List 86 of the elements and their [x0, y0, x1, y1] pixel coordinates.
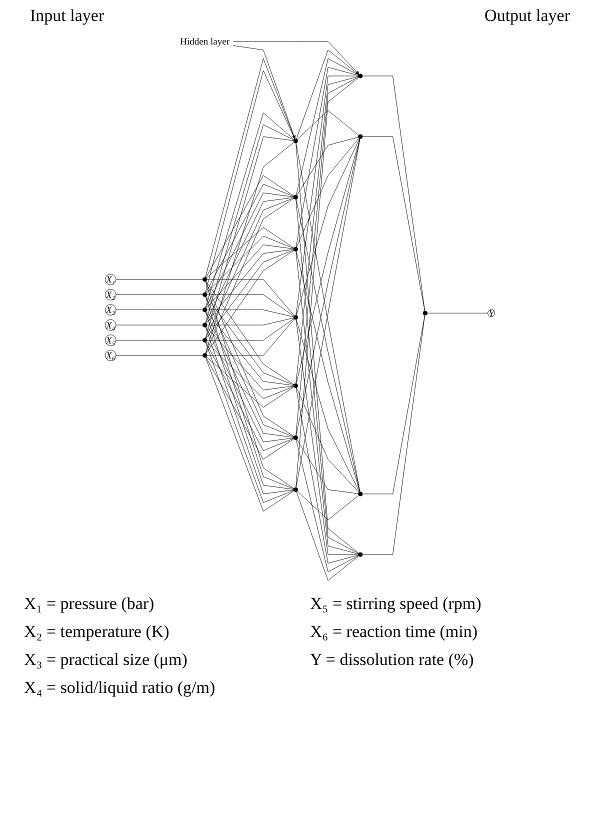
connector: [296, 66, 359, 247]
connector: [296, 75, 359, 316]
node-circle: [202, 276, 208, 282]
node-circle: [202, 322, 208, 327]
connector: [206, 248, 294, 324]
connector: [296, 318, 360, 492]
connector: [206, 318, 295, 356]
connector: [362, 136, 425, 311]
node-circle: X₅: [104, 334, 116, 346]
node-circle: [293, 382, 298, 388]
node-circle: X₃: [104, 304, 116, 315]
connector: [206, 244, 294, 308]
node-circle: [202, 307, 208, 312]
connector: [206, 356, 294, 408]
connector: [206, 341, 294, 450]
connector: [206, 309, 294, 317]
connector: [362, 314, 425, 494]
node-circle: [293, 486, 298, 492]
layer-label: Input layer: [30, 6, 104, 26]
connector: [296, 136, 359, 196]
connector: [206, 318, 294, 340]
connector: [206, 249, 294, 338]
variable-definition: X₂ = temperature (K): [24, 622, 170, 642]
connector: [206, 317, 294, 325]
connector: [206, 356, 294, 460]
connector: [116, 309, 203, 310]
connector: [296, 138, 360, 316]
connector: [296, 438, 359, 572]
node-circle: X₁: [104, 273, 116, 285]
layer-label: Output layer: [484, 6, 570, 26]
connector: [206, 294, 294, 316]
node-circle: [293, 246, 298, 251]
connector: [296, 438, 359, 494]
connector: [206, 296, 294, 385]
node-circle: [293, 314, 298, 320]
connector: [296, 110, 360, 140]
connector: [296, 49, 360, 139]
node-circle: [202, 292, 208, 296]
connector: [206, 278, 295, 316]
variable-definition: X₃ = practical size (μm): [24, 650, 188, 670]
node-circle: [293, 434, 298, 440]
connector: [116, 324, 203, 325]
connector: [206, 250, 294, 354]
connector: [296, 58, 359, 195]
node-circle: [293, 138, 298, 143]
connector: [206, 226, 294, 278]
connector: [206, 174, 294, 278]
connector: [426, 312, 488, 313]
variable-definition: X₁ = pressure (bar): [24, 594, 156, 614]
connector: [116, 354, 203, 356]
connector: [296, 138, 360, 384]
connector: [362, 314, 426, 554]
node-circle: [293, 194, 298, 199]
node-circle: [358, 134, 363, 138]
node-text: Hidden layer: [180, 35, 230, 46]
variable-definition: X₆ = reaction time (min): [310, 622, 479, 642]
connector: [296, 137, 360, 247]
node-circle: X₄: [104, 318, 116, 330]
node-circle: [422, 310, 428, 315]
connector: [206, 280, 294, 384]
connector: [296, 198, 360, 492]
connector: [296, 490, 360, 520]
connector: [206, 326, 294, 442]
connector: [296, 386, 360, 492]
connector: [296, 250, 360, 492]
variable-definition: X₅ = stirring speed (rpm): [310, 594, 482, 614]
connector: [362, 75, 426, 311]
connector: [296, 387, 359, 563]
connector: [296, 490, 360, 580]
connector: [206, 340, 294, 398]
node-circle: X₂: [104, 288, 116, 300]
node-circle: [202, 352, 208, 358]
connector: [206, 183, 294, 293]
node-circle: X₆: [104, 349, 116, 361]
connector: [296, 318, 359, 554]
node-circle: [202, 337, 208, 342]
node-circle: [358, 73, 363, 78]
connector: [206, 310, 294, 386]
connector: [206, 326, 294, 390]
variable-definition: X₄ = solid/liquid ratio (g/m): [24, 678, 216, 698]
variable-definition: Y = dissolution rate (%): [310, 650, 475, 670]
connector: [206, 235, 294, 293]
node-circle: [358, 491, 363, 496]
connector: [116, 278, 203, 280]
node-circle: Y: [488, 308, 496, 316]
node-circle: [358, 552, 363, 556]
